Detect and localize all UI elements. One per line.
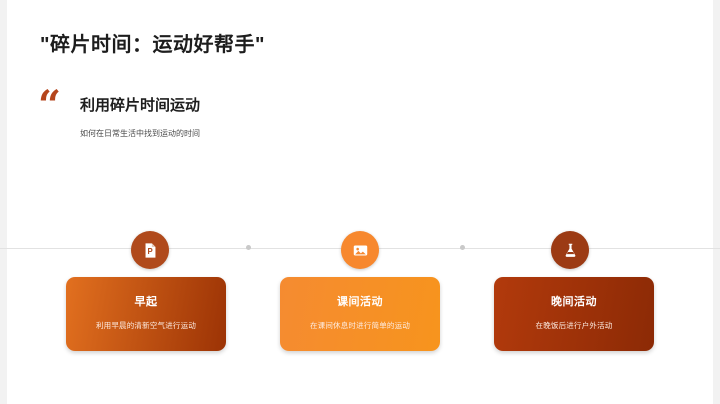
timeline-dot (246, 245, 251, 250)
quote-heading: 利用碎片时间运动 (80, 97, 201, 114)
card-description: 利用早晨的清新空气进行运动 (95, 321, 197, 330)
card-title: 早起 (134, 296, 158, 308)
quote-mark-icon: “ (38, 82, 62, 129)
timeline-node-3[interactable] (551, 231, 589, 269)
timeline-dot (460, 245, 465, 250)
svg-text:P: P (147, 247, 152, 256)
page-title: "碎片时间：运动好帮手" (40, 34, 265, 56)
quote-subheading: 如何在日常生活中找到运动的时间 (80, 129, 200, 138)
card-early-rise[interactable]: 早起 利用早晨的清新空气进行运动 (66, 277, 226, 351)
timeline-node-2[interactable] (341, 231, 379, 269)
card-evening-activity[interactable]: 晚间活动 在晚饭后进行户外活动 (494, 277, 654, 351)
timeline-node-1[interactable]: P (131, 231, 169, 269)
slide-right-edge (713, 0, 720, 404)
card-break-activity[interactable]: 课间活动 在课间休息时进行简单的运动 (280, 277, 440, 351)
slide-left-edge (0, 0, 7, 404)
image-icon (352, 242, 369, 259)
card-title: 晚间活动 (551, 296, 597, 308)
card-description: 在课间休息时进行简单的运动 (309, 321, 411, 330)
flask-icon (562, 242, 579, 259)
file-p-icon: P (142, 242, 159, 259)
card-description: 在晚饭后进行户外活动 (535, 321, 613, 330)
card-title: 课间活动 (337, 296, 383, 308)
